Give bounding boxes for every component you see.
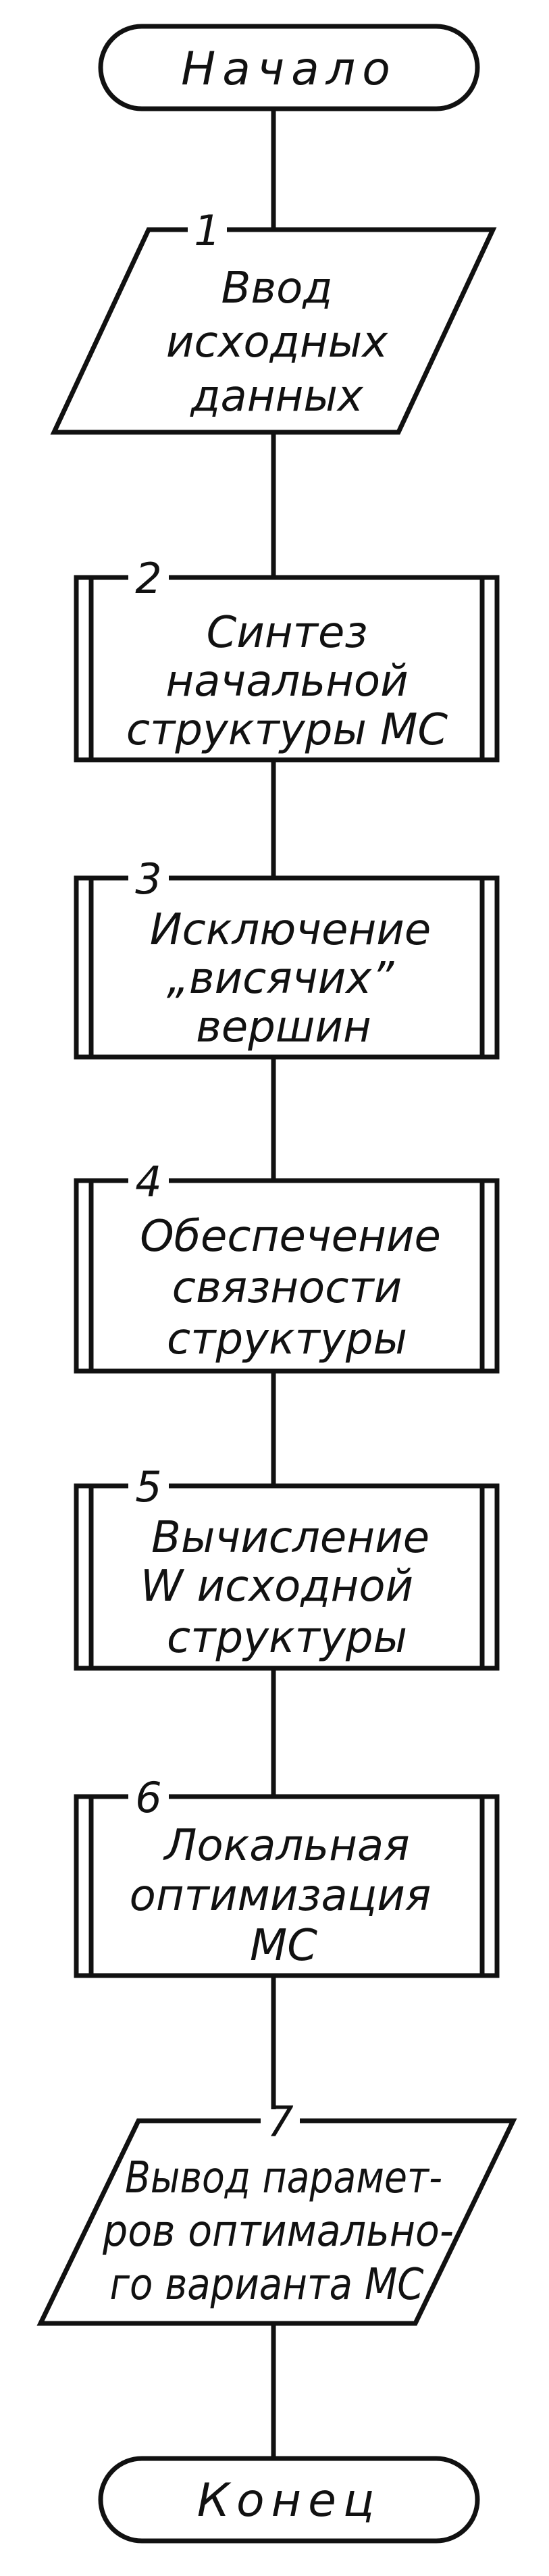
block-4-line-2: связности <box>172 1263 402 1313</box>
end-terminal: Конец <box>98 2456 480 2544</box>
block-6-box <box>74 1794 500 1978</box>
block-7-line-2: ров оптимально- <box>102 2207 454 2257</box>
block-6-line-2: оптимизация <box>130 1871 432 1921</box>
block-2-box <box>74 575 500 763</box>
block-5-line-3: структуры <box>167 1613 407 1663</box>
start-label: Начало <box>181 43 397 96</box>
block-4-box <box>74 1178 500 1374</box>
end-label: Конец <box>197 2474 381 2527</box>
start-terminal-shape <box>98 24 480 111</box>
block-5-line-1: Вычисление <box>151 1513 429 1563</box>
block-7-line-3: го варианта МС <box>110 2260 424 2310</box>
block-3-process: 3 Исключение „висячих” вершин <box>74 854 500 1060</box>
end-terminal-shape <box>98 2456 480 2544</box>
block-1-line-3: данных <box>190 371 364 421</box>
block-5-line-2: W исходной <box>140 1562 413 1612</box>
block-3-line-3: вершин <box>196 1002 371 1052</box>
block-2-process: 2 Синтез начальной структуры МС <box>74 554 500 763</box>
block-4-number: 4 <box>135 1157 161 1206</box>
block-3-box <box>74 875 500 1060</box>
start-terminal: Начало <box>98 24 480 111</box>
block-2-number: 2 <box>135 554 161 603</box>
block-6-number: 6 <box>135 1773 161 1822</box>
block-4-line-1: Обеспечение <box>140 1212 441 1262</box>
block-5-box <box>74 1483 500 1671</box>
block-3-line-1: Исключение <box>150 905 432 955</box>
block-2-line-2: начальной <box>165 656 408 706</box>
block-4-process: 4 Обеспечение связности структуры <box>74 1157 500 1374</box>
block-5-number: 5 <box>135 1462 161 1512</box>
block-1-parallelogram <box>50 227 497 435</box>
block-1-line-2: исходных <box>166 317 388 367</box>
block-7-line-1: Вывод парамет- <box>125 2153 442 2203</box>
block-6-line-1: Локальная <box>163 1821 409 1871</box>
block-6-process: 6 Локальная оптимизация МС <box>74 1773 500 1978</box>
block-6-line-3: МС <box>250 1921 317 1971</box>
block-1-number: 1 <box>194 206 220 255</box>
block-3-line-2: „висячих” <box>167 954 394 1004</box>
block-4-line-3: структуры <box>167 1314 407 1364</box>
block-5-process: 5 Вычисление W исходной структуры <box>74 1462 500 1671</box>
block-2-line-3: структуры МС <box>126 705 448 755</box>
block-7-number: 7 <box>267 2097 293 2146</box>
block-1-line-1: Ввод <box>221 263 332 313</box>
block-3-number: 3 <box>135 854 161 904</box>
block-7-output: 7 Вывод парамет- ров оптимально- го вари… <box>36 2097 517 2326</box>
block-1-input: 1 Ввод исходных данных <box>50 206 497 435</box>
block-7-parallelogram <box>36 2118 517 2326</box>
block-2-line-1: Синтез <box>207 608 368 658</box>
